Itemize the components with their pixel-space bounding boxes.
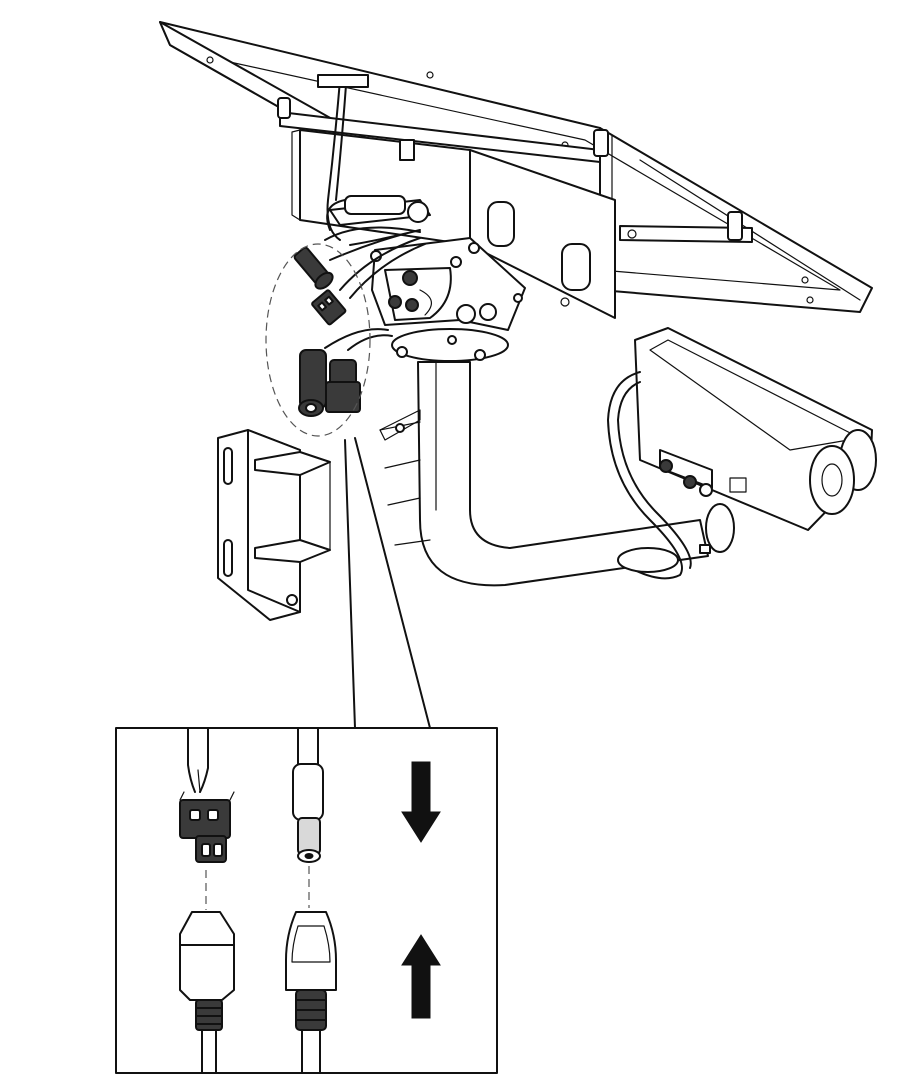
arrow-up-icon [401,934,441,1019]
terminal-block-socket [179,911,235,1074]
terminal-socket-on-unit [325,359,361,413]
power-cables [265,74,431,729]
dc-barrel-jack [285,911,337,1074]
terminal-block-plug [179,791,235,863]
callout-highlight [265,243,371,437]
connector-callout-box [115,727,498,1074]
dc-jack-on-unit [298,349,327,417]
dc-plug-on-unit [293,246,334,290]
arrow-down-icon [401,761,441,843]
wall-mount-plate [217,429,331,621]
dc-barrel-plug [292,763,324,863]
terminal-plug-on-unit [311,289,347,326]
camera-housing [607,327,877,580]
pole-arm [379,361,735,587]
solar-panel [159,21,873,319]
pivot-bracket [370,237,526,362]
